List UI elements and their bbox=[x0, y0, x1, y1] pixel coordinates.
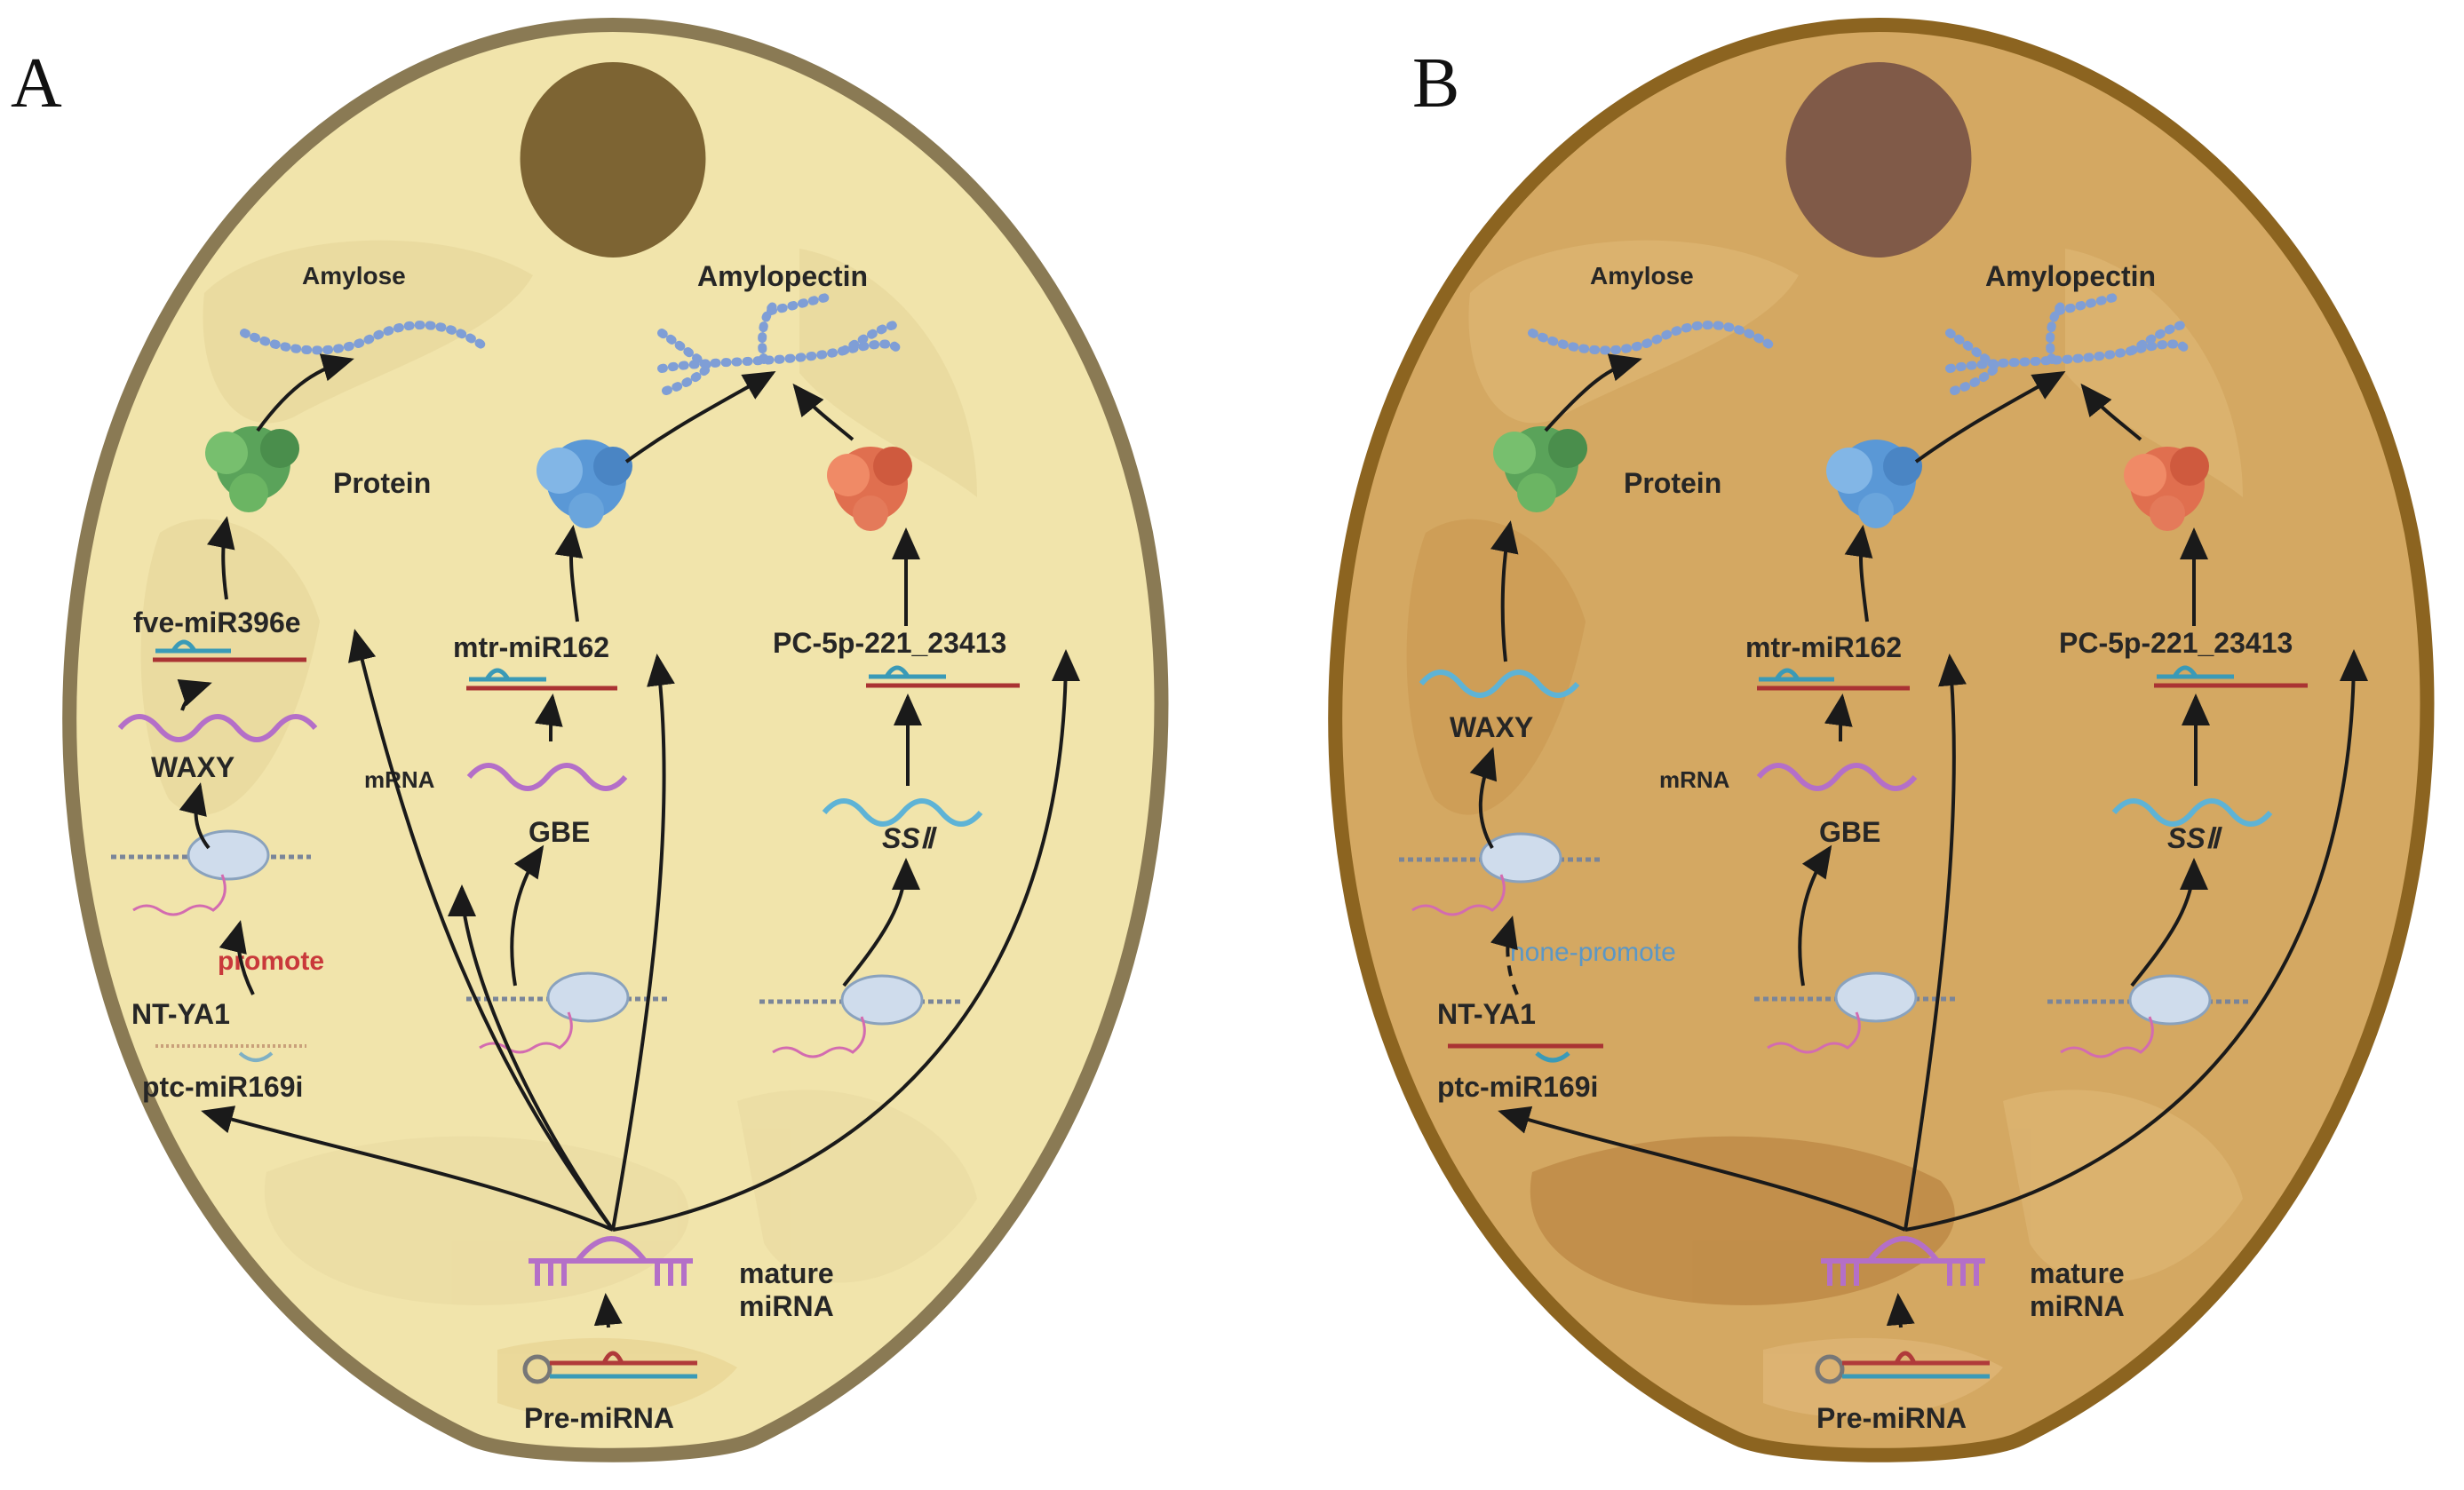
amylopectin-chain bbox=[1945, 293, 2190, 395]
ntya1-label: NT-YA1 bbox=[131, 998, 230, 1030]
blue-protein-icon bbox=[1826, 440, 1922, 528]
mir169-label: ptc-miR169i bbox=[142, 1071, 303, 1103]
regulation-label: none-promote bbox=[1510, 938, 1676, 967]
protein-label: Protein bbox=[333, 467, 431, 499]
target-duplex-icon bbox=[1448, 1043, 1603, 1063]
pre-mirna-label: Pre-miRNA bbox=[524, 1402, 674, 1434]
amylose-label: Amylose bbox=[1590, 262, 1694, 289]
regulation-label: promote bbox=[218, 947, 324, 976]
pathway-arrows bbox=[177, 353, 1080, 1328]
nucleus bbox=[1785, 62, 1972, 258]
ntya1-label: NT-YA1 bbox=[1437, 998, 1536, 1030]
green-protein-icon bbox=[205, 426, 299, 512]
mirna-label: miRNA bbox=[2030, 1290, 2125, 1322]
pathway-arrows bbox=[1469, 353, 2368, 1328]
mrna-wave-icon bbox=[117, 714, 318, 742]
mature-mirna-icon bbox=[1821, 1236, 1985, 1286]
amylopectin-chain bbox=[657, 293, 902, 395]
amylopectin-label: Amylopectin bbox=[1985, 260, 2156, 292]
blue-protein-icon bbox=[537, 440, 632, 528]
mirna-duplex-icon bbox=[2154, 665, 2308, 688]
ssii-label: SSⅡ bbox=[882, 822, 938, 854]
amylopectin-label: Amylopectin bbox=[697, 260, 868, 292]
mrna-label: mRNA bbox=[1659, 766, 1730, 793]
mature-label: mature bbox=[2030, 1257, 2125, 1289]
mir169-label: ptc-miR169i bbox=[1437, 1071, 1598, 1103]
gbe-label: GBE bbox=[1819, 816, 1880, 848]
ssii-label: SSⅡ bbox=[2167, 822, 2223, 854]
amylose-label: Amylose bbox=[302, 262, 406, 289]
mirna-label: miRNA bbox=[739, 1290, 834, 1322]
mrna-label: mRNA bbox=[364, 766, 435, 793]
mrna-wave-icon bbox=[2111, 798, 2273, 827]
target-duplex-icon bbox=[155, 1044, 306, 1062]
red-protein-icon bbox=[827, 447, 912, 531]
transcription-complex-icon bbox=[1754, 971, 1959, 1054]
gbe-label: GBE bbox=[529, 816, 590, 848]
transcription-complex-icon bbox=[1399, 832, 1603, 916]
protein-label: Protein bbox=[1624, 467, 1721, 499]
panel-a: A Amylose Amylopectin bbox=[11, 17, 1169, 1462]
transcription-complex-icon bbox=[111, 829, 311, 916]
green-protein-icon bbox=[1493, 426, 1587, 512]
waxy-label: WAXY bbox=[1450, 711, 1533, 743]
amylose-chain bbox=[240, 321, 489, 355]
panel-letter: A bbox=[11, 44, 62, 123]
waxy-label: WAXY bbox=[151, 751, 234, 783]
pre-mirna-icon bbox=[1815, 1351, 1990, 1384]
mirna-duplex-icon bbox=[1757, 668, 1910, 691]
mirna-duplex-icon bbox=[153, 639, 306, 662]
panel-b: B Amylose Amylopectin bbox=[1328, 17, 2435, 1462]
red-protein-icon bbox=[2124, 447, 2209, 531]
mirna-duplex-icon bbox=[866, 665, 1020, 688]
mature-label: mature bbox=[739, 1257, 834, 1289]
mir162-label: mtr-miR162 bbox=[1745, 631, 1902, 663]
mrna-wave-icon bbox=[1419, 670, 1580, 698]
mrna-wave-icon bbox=[1756, 763, 1918, 791]
pc5p-label: PC-5p-221_23413 bbox=[2059, 627, 2293, 659]
mature-mirna-icon bbox=[529, 1236, 693, 1286]
transcription-complex-icon bbox=[2047, 974, 2252, 1058]
mir396-label: fve-miR396e bbox=[133, 606, 301, 638]
mrna-wave-icon bbox=[822, 798, 983, 827]
pre-mirna-label: Pre-miRNA bbox=[1816, 1402, 1967, 1434]
mirna-duplex-icon bbox=[466, 668, 617, 691]
pc5p-label: PC-5p-221_23413 bbox=[773, 627, 1006, 659]
pre-mirna-icon bbox=[522, 1351, 697, 1384]
mir162-label: mtr-miR162 bbox=[453, 631, 609, 663]
amylose-chain bbox=[1528, 321, 1776, 355]
mrna-wave-icon bbox=[466, 763, 628, 791]
nucleus bbox=[520, 62, 706, 258]
transcription-complex-icon bbox=[759, 974, 964, 1058]
panel-letter: B bbox=[1412, 44, 1459, 123]
